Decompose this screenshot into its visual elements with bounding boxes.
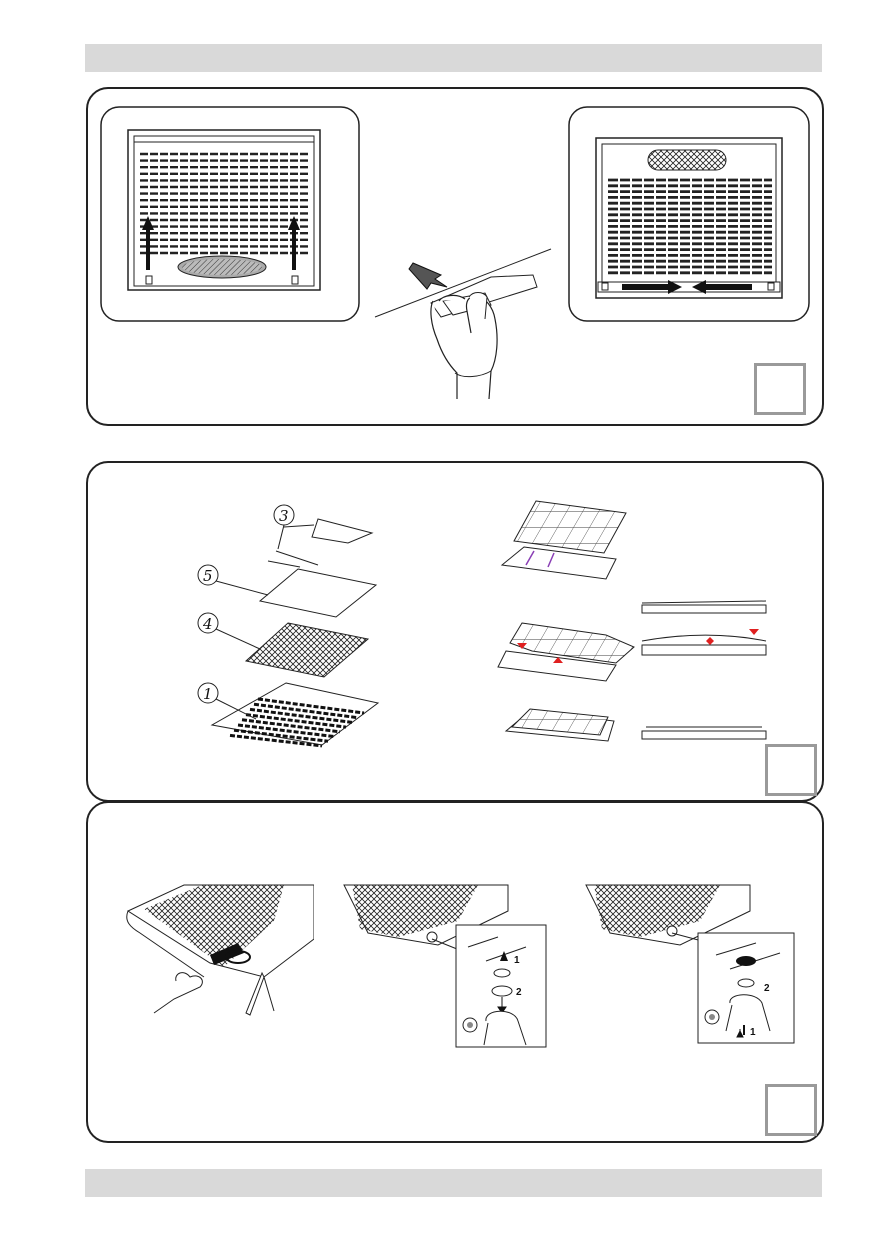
callout-number: 1 (514, 955, 520, 966)
hand-pressing-figure (373, 239, 563, 409)
callout-number: 1 (750, 1027, 756, 1038)
panel-filter-assembly: 3 5 4 1 (86, 461, 824, 802)
exploded-filter-figure: 3 5 4 1 (188, 499, 488, 749)
knob-close-figure: 2 1 (580, 881, 800, 1051)
header-bar (85, 44, 822, 72)
filter-cassette-inward-figure (568, 106, 810, 322)
part-number-1: 1 (203, 685, 213, 703)
step-marker-box (754, 363, 806, 415)
knob-open-figure: 1 2 (338, 881, 558, 1051)
panel-hood-latch: 1 2 2 1 (86, 801, 824, 1143)
step-marker-box (765, 1084, 817, 1136)
panel-filter-removal (86, 87, 824, 426)
latch-removal-figure (114, 881, 314, 1031)
filter-insertion-figure (496, 495, 786, 755)
part-number-5: 5 (203, 567, 213, 585)
part-number-4: 4 (202, 615, 213, 633)
callout-number: 2 (764, 983, 770, 994)
callout-number: 2 (516, 987, 522, 998)
part-number-3: 3 (279, 507, 289, 525)
filter-cassette-up-figure (100, 106, 360, 322)
step-marker-box (765, 744, 817, 796)
footer-bar (85, 1169, 822, 1197)
